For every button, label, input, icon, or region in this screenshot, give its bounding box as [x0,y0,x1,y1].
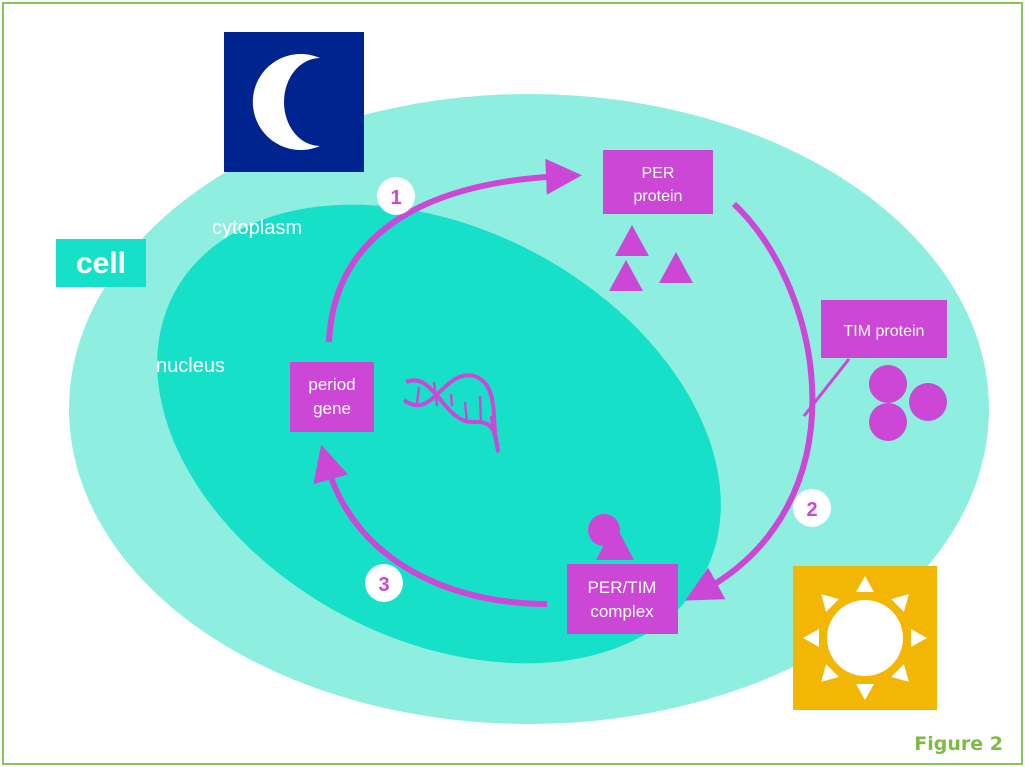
moon-icon [224,32,364,172]
per-tim-complex-box [567,564,678,634]
step-badge-2-label: 2 [806,499,817,521]
dna-icon [402,373,501,454]
nucleus-label: nucleus [156,355,225,377]
step-badge-1-label: 1 [390,187,401,209]
step-badge-3-label: 3 [378,574,389,596]
cell-label-box [56,239,146,287]
per-protein-label-line2: protein [634,188,683,205]
arrow-step-1 [326,158,582,343]
per-tim-complex-label-line1: PER/TIM [588,578,657,597]
arrow-step-3 [313,444,548,607]
period-gene-box [290,362,374,432]
tim-protein-box [821,300,947,358]
tim-protein-circle-icon [869,365,947,441]
step-badge-3: 3 [365,564,403,602]
cytoplasm-label: cytoplasm [212,217,302,239]
sun-icon [793,566,937,710]
per-protein-triangle-icon [609,225,693,291]
step-badge-1: 1 [377,177,415,215]
period-gene-label-line1: period [308,375,355,394]
per-protein-label-line1: PER [642,165,675,182]
cell-label: cell [76,247,126,280]
arrow-step-2 [685,201,816,601]
tim-protein-label: TIM protein [844,323,925,340]
nucleus-ellipse [157,204,721,664]
figure-caption: Figure 2 [914,733,1003,755]
per-tim-complex-icon [588,514,634,560]
period-gene-label-line2: gene [313,399,351,418]
step-badge-2: 2 [793,489,831,527]
tim-connector [802,358,851,417]
per-tim-complex-label-line2: complex [590,602,654,621]
circadian-diagram: cell cytoplasm nucleus period gene PER p… [56,32,989,724]
per-protein-box [603,150,713,214]
